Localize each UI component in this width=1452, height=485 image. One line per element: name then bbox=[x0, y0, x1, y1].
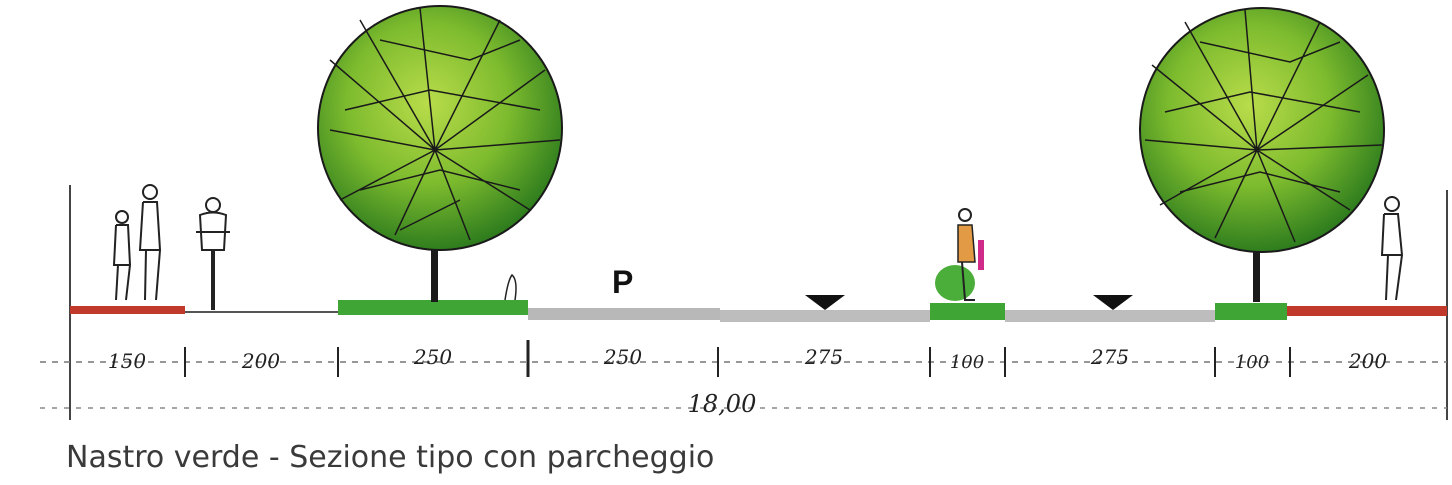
green-strip-right bbox=[1215, 303, 1287, 320]
dimension-ticks bbox=[184, 340, 1291, 377]
tree-right-crown bbox=[1139, 7, 1385, 253]
pedestrian-child-icon bbox=[112, 210, 132, 301]
drain-right-icon bbox=[1093, 295, 1133, 310]
sidewalk-left bbox=[70, 306, 185, 314]
dimension-label: 100 bbox=[950, 352, 984, 373]
dimension-label: 275 bbox=[1090, 345, 1129, 369]
dimension-label: 200 bbox=[1348, 349, 1387, 373]
wheelchair-user-icon bbox=[935, 208, 984, 301]
caption: Nastro verde - Sezione tipo con parchegg… bbox=[66, 440, 715, 475]
small-plant-icon bbox=[504, 273, 517, 301]
carriageway-right bbox=[1005, 310, 1215, 322]
sidewalk-right bbox=[1287, 306, 1447, 316]
green-strip-left bbox=[338, 300, 528, 315]
carriageway-left bbox=[720, 310, 930, 322]
green-median bbox=[930, 303, 1005, 320]
dimension-label: 150 bbox=[108, 349, 146, 373]
total-width-label: 18,00 bbox=[688, 390, 757, 418]
dimension-label: 250 bbox=[413, 345, 452, 369]
parking-lane bbox=[528, 308, 720, 320]
pedestrian-adult-icon bbox=[138, 184, 162, 301]
dimension-label: 275 bbox=[804, 345, 843, 369]
pedestrian-right-icon bbox=[1380, 196, 1404, 301]
tree-left bbox=[317, 5, 563, 302]
tree-right bbox=[1139, 7, 1385, 302]
cyclist-icon bbox=[196, 197, 230, 310]
dimension-label: 200 bbox=[241, 349, 280, 373]
parking-sign: P bbox=[612, 264, 633, 300]
drain-left-icon bbox=[805, 295, 845, 310]
tree-left-crown bbox=[317, 5, 563, 251]
dimension-label: 250 bbox=[603, 345, 642, 369]
dimension-labels: 150 200 250 250 275 100 275 100 200 bbox=[108, 345, 1387, 373]
dimension-label: 100 bbox=[1235, 352, 1269, 373]
